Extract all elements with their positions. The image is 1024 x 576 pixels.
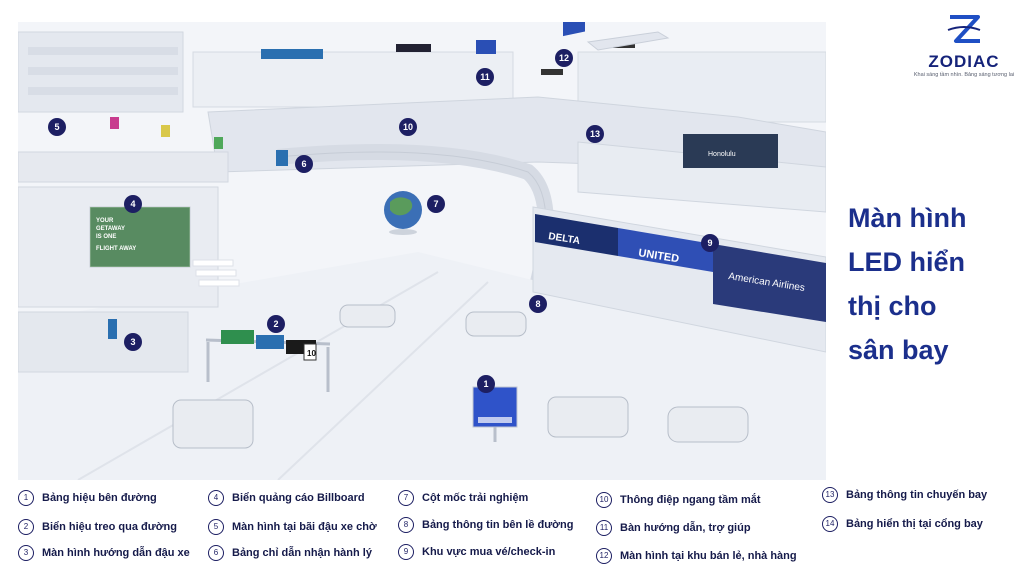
map-marker-9[interactable]: 9 <box>701 234 719 252</box>
map-marker-1[interactable]: 1 <box>477 375 495 393</box>
legend-item: 2 Biển hiệu treo qua đường <box>18 517 177 537</box>
zodiac-logo: ZODIAC Khai sáng tầm nhìn. Bảng sáng tươ… <box>912 14 1016 84</box>
legend-label: Bảng hiệu bên đường <box>42 492 157 504</box>
legend-label: Biển quảng cáo Billboard <box>232 492 365 504</box>
map-marker-6[interactable]: 6 <box>295 155 313 173</box>
legend-number: 1 <box>18 490 34 506</box>
legend-label: Bàn hướng dẫn, trợ giúp <box>620 522 751 534</box>
legend-label: Thông điệp ngang tầm mắt <box>620 494 761 506</box>
legend-label: Bảng thông tin chuyến bay <box>846 489 988 501</box>
zodiac-z-icon <box>947 15 981 43</box>
legend-number: 13 <box>822 487 838 503</box>
airport-illustration: DELTA UNITED American Airlines YOUR GETA… <box>18 22 826 480</box>
billboard-line-4: FLIGHT AWAY <box>96 246 136 252</box>
legend-number: 5 <box>208 519 224 535</box>
legend-number: 3 <box>18 545 34 561</box>
map-marker-11[interactable]: 11 <box>476 68 494 86</box>
legend-label: Biển hiệu treo qua đường <box>42 521 177 533</box>
legend-label: Bảng chỉ dẫn nhận hành lý <box>232 547 372 559</box>
map-marker-8[interactable]: 8 <box>529 295 547 313</box>
map-marker-5[interactable]: 5 <box>48 118 66 136</box>
map-marker-4[interactable]: 4 <box>124 195 142 213</box>
legend-item: 11 Bàn hướng dẫn, trợ giúp <box>596 518 751 538</box>
legend-label: Màn hình tại khu bán lẻ, nhà hàng <box>620 550 797 562</box>
page-headline: Màn hình LED hiển thị cho sân bay <box>848 196 1018 372</box>
legend-number: 9 <box>398 544 414 560</box>
legend-label: Khu vực mua vé/check-in <box>422 546 556 558</box>
legend-number: 10 <box>596 492 612 508</box>
headline-line-2: LED hiển <box>848 247 966 277</box>
speed-limit-value: 10 <box>307 349 316 358</box>
map-marker-12[interactable]: 12 <box>555 49 573 67</box>
legend-item: 6 Bảng chỉ dẫn nhận hành lý <box>208 543 372 563</box>
billboard-line-3: IS ONE <box>96 234 116 240</box>
legend-number: 8 <box>398 517 414 533</box>
map-marker-13[interactable]: 13 <box>586 125 604 143</box>
delta-banner-text: DELTA <box>548 231 581 247</box>
legend-number: 6 <box>208 545 224 561</box>
legend-item: 8 Bảng thông tin bên lề đường <box>398 515 573 535</box>
legend-number: 11 <box>596 520 612 536</box>
legend-item: 7 Cột mốc trải nghiệm <box>398 488 528 508</box>
legend-item: 1 Bảng hiệu bên đường <box>18 488 157 508</box>
legend-item: 3 Màn hình hướng dẫn đậu xe <box>18 543 190 563</box>
map-marker-7[interactable]: 7 <box>427 195 445 213</box>
legend-number: 14 <box>822 516 838 532</box>
headline-line-4: sân bay <box>848 335 949 365</box>
map-marker-10[interactable]: 10 <box>399 118 417 136</box>
map-marker-3[interactable]: 3 <box>124 333 142 351</box>
legend-item: 12 Màn hình tại khu bán lẻ, nhà hàng <box>596 546 797 566</box>
headline-line-1: Màn hình <box>848 203 967 233</box>
brand-name: ZODIAC <box>928 52 1000 71</box>
brand-tagline: Khai sáng tầm nhìn. Bảng sáng tương lai <box>913 72 1015 78</box>
legend-label: Màn hình hướng dẫn đậu xe <box>42 547 190 559</box>
map-marker-2[interactable]: 2 <box>267 315 285 333</box>
legend-item: 13 Bảng thông tin chuyến bay <box>822 485 987 505</box>
legend-label: Cột mốc trải nghiệm <box>422 492 529 504</box>
airport-scene: DELTA UNITED American Airlines YOUR GETA… <box>18 22 826 480</box>
legend-label: Bảng hiển thị tại cổng bay <box>846 518 983 530</box>
legend-item: 9 Khu vực mua vé/check-in <box>398 542 555 562</box>
legend-number: 12 <box>596 548 612 564</box>
legend-number: 4 <box>208 490 224 506</box>
legend-label: Bảng thông tin bên lề đường <box>422 519 574 531</box>
legend-number: 7 <box>398 490 414 506</box>
legend-label: Màn hình tại bãi đậu xe chờ <box>232 521 377 533</box>
legend-item: 4 Biển quảng cáo Billboard <box>208 488 365 508</box>
legend-item: 14 Bảng hiển thị tại cổng bay <box>822 514 983 534</box>
headline-line-3: thị cho <box>848 291 937 321</box>
honolulu-screen-text: Honolulu <box>708 151 736 158</box>
legend-number: 2 <box>18 519 34 535</box>
billboard-line-1: YOUR <box>96 218 114 224</box>
legend-item: 5 Màn hình tại bãi đậu xe chờ <box>208 517 377 537</box>
legend-item: 10 Thông điệp ngang tầm mắt <box>596 490 761 510</box>
billboard-line-2: GETAWAY <box>96 226 125 232</box>
